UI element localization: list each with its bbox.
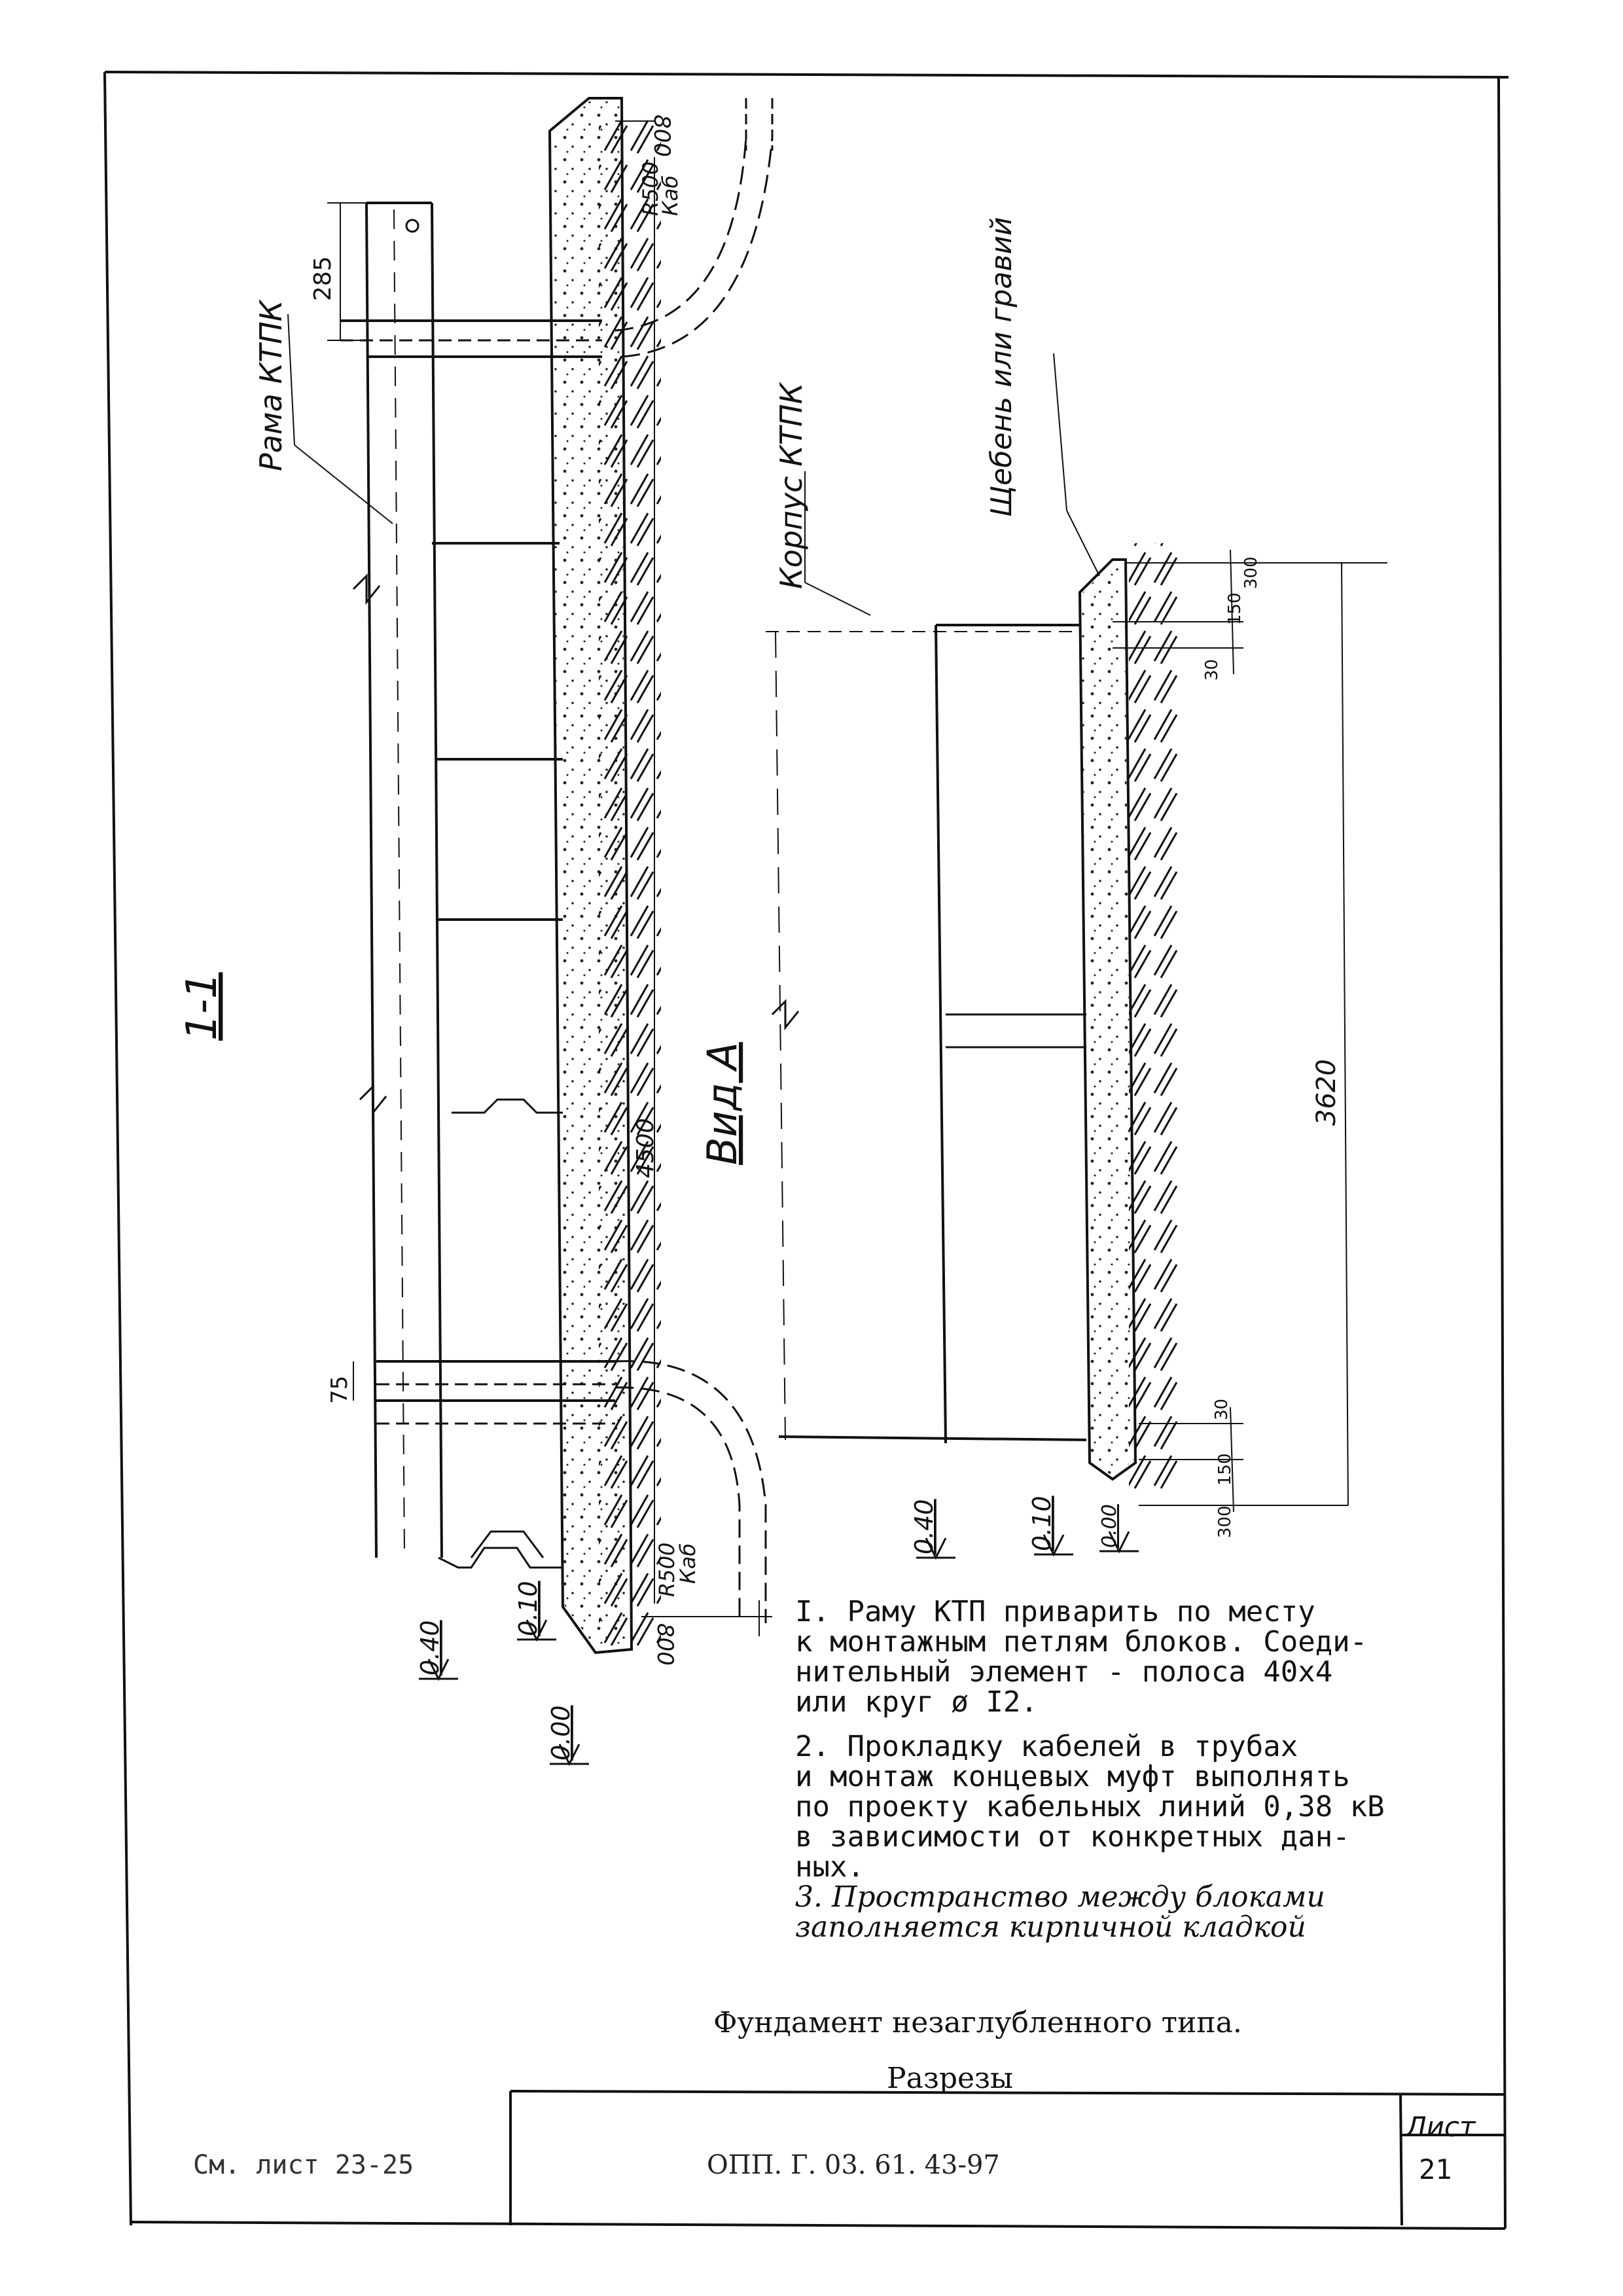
level-000-left: 0.00 (546, 1705, 575, 1761)
dim-r500-bottom: R500 (654, 1543, 679, 1597)
dim-285: 285 (310, 256, 336, 301)
dim-150-bottom: 150 (1215, 1453, 1235, 1486)
dim-3620: 3620 (1311, 1059, 1342, 1126)
dim-75: 75 (327, 1376, 353, 1404)
dim-300-top: 300 (1241, 556, 1261, 589)
dim-30-bottom: 30 (1212, 1399, 1232, 1420)
sheet-number: 21 (1419, 2153, 1452, 2185)
note-1: I. Раму КТП приварить по месту к монтажн… (795, 1595, 1368, 1719)
view-a-drawing (766, 353, 1387, 1560)
note-2: 2. Прокладку кабелей в трубах и монтаж к… (795, 1730, 1385, 1884)
notes-block: I. Раму КТП приварить по месту к монтажн… (795, 1597, 1502, 1957)
label-rama-ktpk: Рама КТПК (253, 298, 289, 471)
level-040-left: 0.40 (416, 1620, 444, 1676)
dim-800-top: 800 (649, 115, 675, 157)
dim-4500: 4500 (632, 1118, 659, 1178)
label-shcheben: Щебень или гравий (985, 217, 1018, 517)
drawing-title: Фундамент незаглубленного типа. (713, 2006, 1242, 2039)
level-010-left: 0.10 (514, 1581, 543, 1636)
label-korpus-ktpk: Корпус КТПК (774, 381, 809, 589)
dim-kab-bottom: Каб (675, 1543, 700, 1584)
drawing-subtitle: Разрезы (887, 2062, 1014, 2095)
see-sheet-reference: См. лист 23-25 (193, 2150, 414, 2180)
document-code: ОПП. Г. 03. 61. 43-97 (707, 2150, 1000, 2180)
sheet-frame (103, 71, 1509, 2230)
dim-r500-top: R500 (638, 162, 663, 216)
level-040-right: 0.40 (910, 1499, 938, 1554)
section-1-1-drawing (287, 97, 774, 1767)
sheet-label: Лист (1406, 2111, 1476, 2143)
label-view-a: Вид А (698, 1042, 746, 1165)
level-010-right: 0.10 (1027, 1496, 1056, 1551)
dim-kab-top: Каб (658, 175, 683, 216)
dim-30-top: 30 (1202, 659, 1222, 681)
label-section-1-1: 1-1 (178, 972, 226, 1041)
level-000-right: 0.00 (1098, 1504, 1121, 1548)
dim-300-bottom: 300 (1215, 1505, 1235, 1538)
dim-800-bottom: 800 (652, 1623, 678, 1666)
note-3: 3. Пространство между блоками заполняетс… (795, 1880, 1325, 1944)
dim-150-top: 150 (1225, 592, 1245, 625)
